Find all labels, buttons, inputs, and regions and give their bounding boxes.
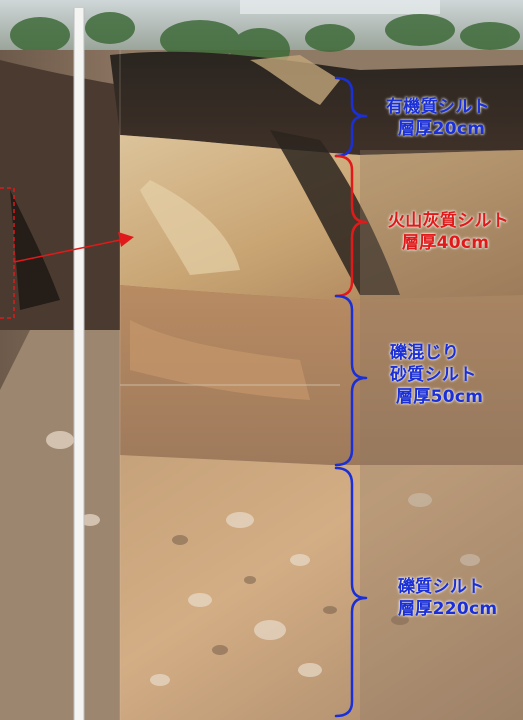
layer-name: 火山灰質シルト — [388, 211, 510, 231]
layer-thickness: 層厚50cm — [396, 387, 484, 407]
layer-label-gravelly-sandy-silt: 礫混じり 砂質シルト 層厚50cm — [390, 342, 483, 408]
measuring-rod — [73, 8, 85, 720]
bracket-gravelly-silt — [334, 466, 368, 718]
layer-label-organic-silt: 有機質シルト 層厚20cm — [386, 96, 490, 140]
layer-label-volcanic-ash-silt: 火山灰質シルト 層厚40cm — [388, 210, 509, 254]
layer-thickness: 層厚40cm — [402, 233, 490, 253]
layer-name-line2: 砂質シルト — [390, 365, 477, 385]
bracket-volcanic-ash-silt — [334, 154, 368, 298]
layer-label-gravelly-silt: 礫質シルト 層厚220cm — [398, 576, 497, 620]
layer-thickness: 層厚20cm — [398, 119, 486, 139]
annotation-dashed-box — [0, 187, 15, 319]
annotation-arrow — [13, 232, 134, 263]
layer-name-line1: 礫混じり — [390, 343, 460, 363]
layer-thickness: 層厚220cm — [398, 599, 498, 619]
layer-name: 礫質シルト — [398, 577, 485, 597]
bracket-gravelly-sandy-silt — [334, 294, 368, 467]
layer-name: 有機質シルト — [386, 97, 490, 117]
bracket-organic-silt — [334, 76, 368, 158]
